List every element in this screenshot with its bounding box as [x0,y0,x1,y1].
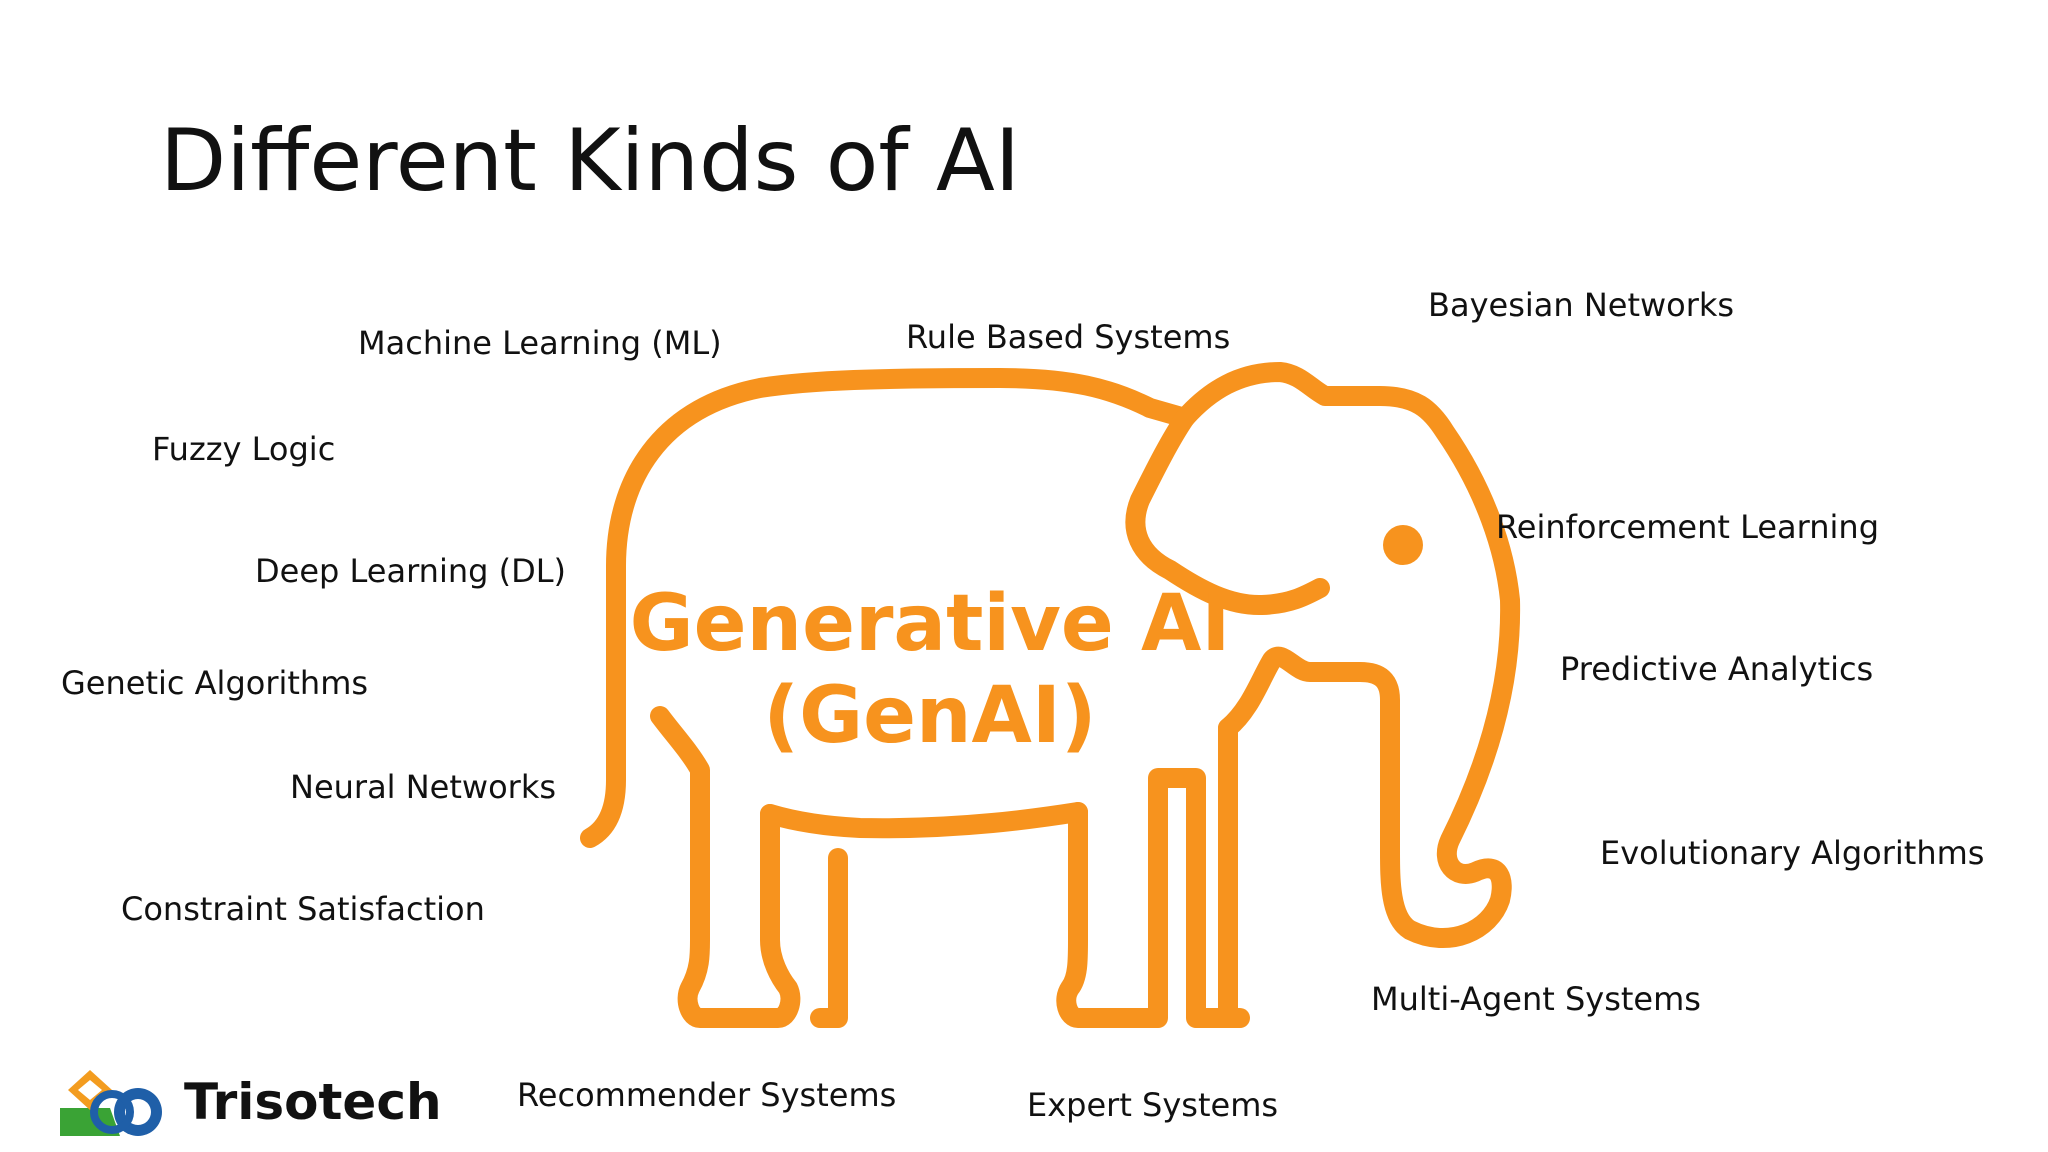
label-predictive-analytics: Predictive Analytics [1560,650,1874,688]
label-evolutionary-algorithms: Evolutionary Algorithms [1600,834,1985,872]
label-constraint-satisfaction: Constraint Satisfaction [121,890,485,928]
slide-title: Different Kinds of AI [160,111,1021,211]
label-multi-agent-systems: Multi-Agent Systems [1371,980,1701,1018]
label-fuzzy-logic: Fuzzy Logic [152,430,336,468]
label-genetic-algorithms: Genetic Algorithms [61,664,369,702]
label-neural-networks: Neural Networks [290,768,557,806]
trisotech-logo-icon [60,1070,162,1136]
generative-ai-label: Generative AI (GenAI) [620,578,1240,762]
label-bayesian-networks: Bayesian Networks [1428,286,1735,324]
trisotech-logo: Trisotech [56,1062,442,1142]
label-rule-based-systems: Rule Based Systems [906,318,1231,356]
label-expert-systems: Expert Systems [1027,1086,1279,1124]
label-reinforcement-learning: Reinforcement Learning [1496,508,1880,546]
label-deep-learning: Deep Learning (DL) [255,552,567,590]
label-recommender-systems: Recommender Systems [517,1076,897,1114]
generative-ai-line2: (GenAI) [763,671,1097,761]
logo-text: Trisotech [184,1073,442,1131]
generative-ai-line1: Generative AI [629,579,1231,669]
label-machine-learning: Machine Learning (ML) [358,324,722,362]
